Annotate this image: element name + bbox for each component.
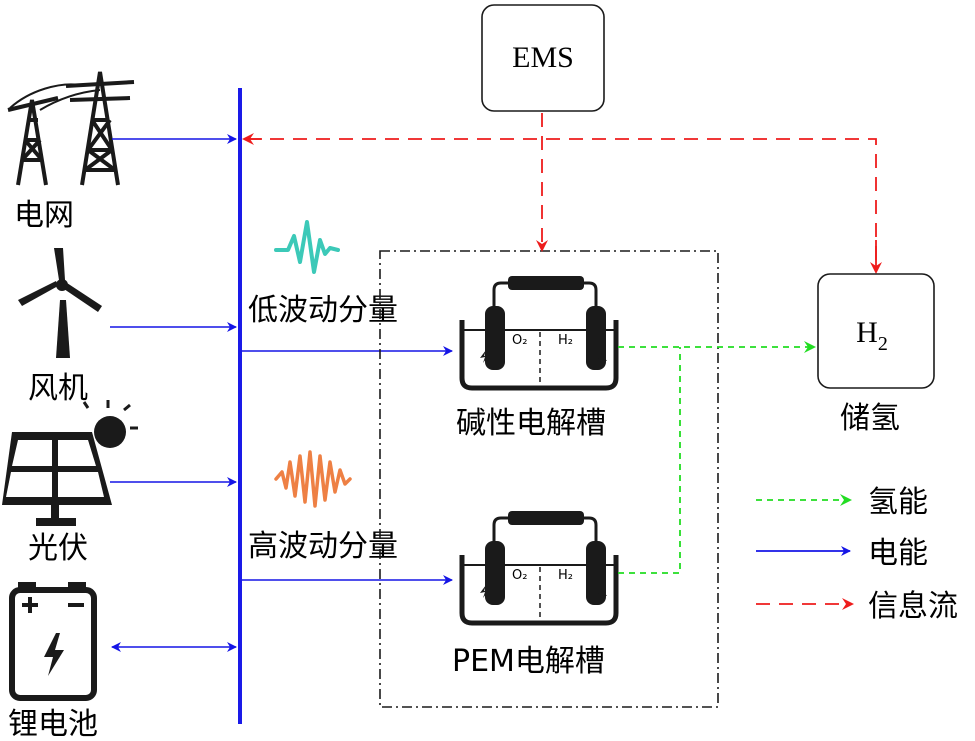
- high-wave-icon: [274, 450, 352, 508]
- pv-label: 光伏: [28, 531, 88, 566]
- low-wave-icon: [274, 220, 340, 274]
- wind-turbine-icon: [18, 248, 102, 358]
- legend-info-label: 信息流: [868, 589, 958, 624]
- legend-electric-label: 电能: [868, 536, 928, 571]
- hydrogen-storage-box: [817, 273, 935, 389]
- pem-label: PEM电解槽: [452, 644, 605, 679]
- solar-panel-icon: [2, 400, 138, 526]
- battery-icon: [9, 582, 97, 701]
- pem-h2-mark: H₂: [558, 568, 573, 583]
- wind-label: 风机: [28, 371, 88, 406]
- grid-label: 电网: [14, 198, 74, 233]
- low-component-label: 低波动分量: [248, 293, 398, 328]
- legend: 氢能 电能 信息流: [756, 485, 958, 624]
- alkaline-h2-mark: H₂: [558, 333, 573, 348]
- ems-label: EMS: [512, 41, 574, 74]
- power-tower-icon: [7, 71, 135, 186]
- battery-label: 锂电池: [8, 707, 98, 741]
- hydrogen-storage-symbol: H2: [856, 316, 888, 355]
- electrolyzer-group-frame: [379, 250, 719, 708]
- alkaline-electrolyzer-icon: O₂ H₂: [459, 276, 619, 391]
- pem-o2-mark: O₂: [512, 568, 527, 583]
- high-component-label: 高波动分量: [248, 529, 398, 564]
- pem-electrolyzer-icon: O₂ H₂: [459, 511, 619, 626]
- ems-box: [481, 4, 605, 112]
- alkaline-label: 碱性电解槽: [456, 406, 606, 441]
- hydrogen-flow-pem: [618, 347, 681, 574]
- hydrogen-storage-label: 储氢: [840, 401, 900, 436]
- legend-hydrogen-label: 氢能: [868, 485, 928, 520]
- info-flow-to-bus: [245, 138, 877, 260]
- alkaline-o2-mark: O₂: [512, 333, 527, 348]
